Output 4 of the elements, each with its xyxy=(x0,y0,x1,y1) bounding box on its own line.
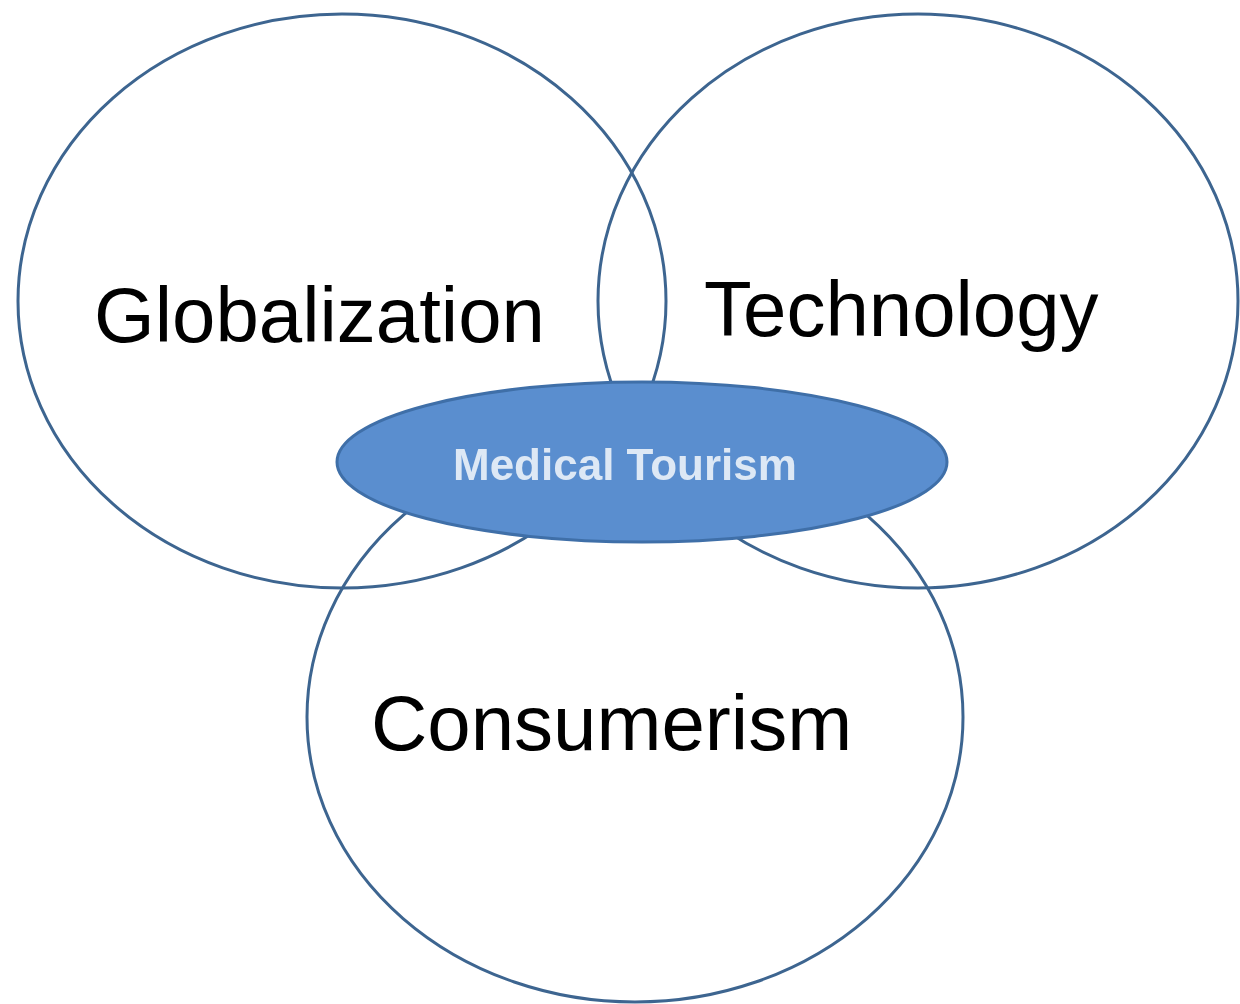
circle-label: Technology xyxy=(704,264,1099,355)
circle-label: Consumerism xyxy=(371,678,853,769)
center-label: Medical Tourism xyxy=(453,440,797,490)
circle-label: Globalization xyxy=(94,270,545,361)
